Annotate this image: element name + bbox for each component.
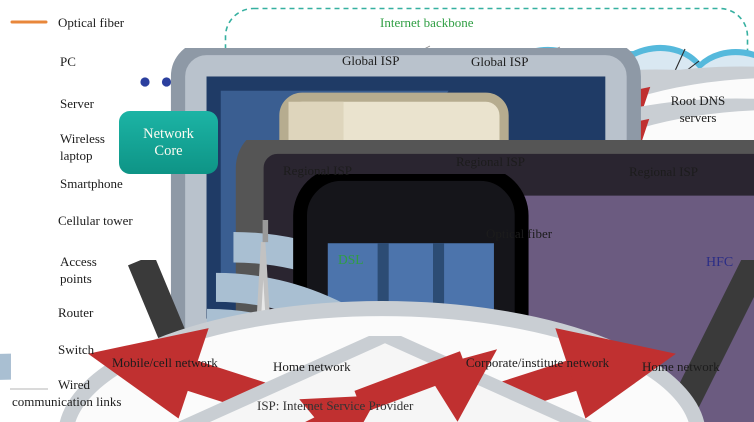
legend-label-wireless-laptop: Wireless laptop (60, 131, 105, 163)
root-dns-label: Root DNS servers (670, 93, 726, 125)
legend-label-cellular-tower: Cellular tower (58, 213, 133, 228)
legend-label-switch: Switch (58, 342, 95, 357)
legend-label-pc: PC (60, 54, 76, 69)
internet-backbone-label: Internet backbone (380, 15, 474, 30)
regional-isp-1-label: Regional ISP (283, 163, 352, 178)
global-isp-1-label: Global ISP (342, 53, 400, 68)
legend-label-server: Server (60, 96, 94, 111)
legend-label-access-points: Access points (60, 254, 97, 286)
network-core-callout: Network Core (119, 111, 218, 174)
mobile-network-label: Mobile/cell network (112, 355, 218, 370)
global-isp-2-label: Global ISP (471, 54, 529, 69)
legend-label-wired-links: Wired communication links (12, 377, 122, 409)
legend-label-router: Router (58, 305, 94, 320)
corporate-network-label: Corporate/institute network (465, 355, 610, 370)
legend-label-optical-fiber: Optical fiber (58, 15, 125, 30)
legend-label-smartphone: Smartphone (60, 176, 123, 191)
regional-isp-3-label: Regional ISP (629, 164, 698, 179)
wifi-arcs-icon (0, 367, 11, 422)
network-core-label: Network Core (143, 125, 194, 159)
regional-isp-2-label: Regional ISP (456, 154, 525, 169)
optical-fiber-label: Optical fiber (486, 226, 553, 241)
isp-footnote: ISP: Internet Service Provider (257, 398, 414, 413)
dsl-label: DSL (338, 252, 364, 267)
hfc-label: HFC (706, 255, 734, 270)
home-network-right-label: Home network (642, 359, 720, 374)
home-network-left-label: Home network (273, 359, 351, 374)
